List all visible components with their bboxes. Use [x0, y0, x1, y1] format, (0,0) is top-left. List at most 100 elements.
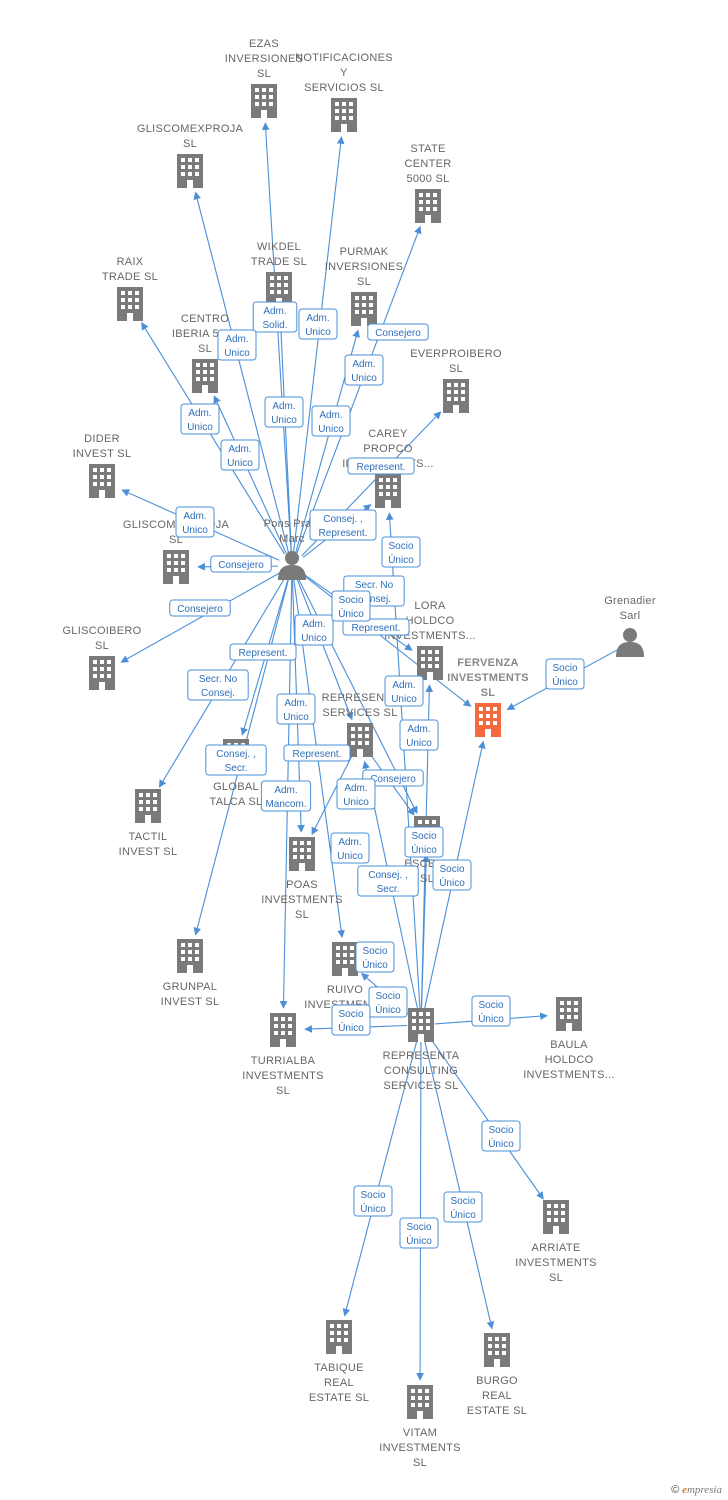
relation-badge[interactable]: Adm.Unico: [264, 396, 304, 428]
relation-badge[interactable]: Adm.Unico: [180, 403, 220, 435]
relation-badge-box: [399, 719, 439, 751]
node-label-line: Sarl: [620, 610, 641, 622]
relation-badge[interactable]: Consej. ,Secr.: [205, 744, 267, 776]
node-label-line: STATE: [410, 143, 445, 155]
relation-badge[interactable]: Adm.Unico: [336, 778, 376, 810]
company-node-wikdel[interactable]: WIKDEL TRADE SL: [251, 241, 307, 306]
node-label-line: RUIVO: [327, 984, 363, 996]
relation-badge[interactable]: Represent.: [229, 643, 297, 661]
relation-badge[interactable]: Consejero: [169, 599, 231, 617]
relation-badge[interactable]: Adm.Unico: [276, 693, 316, 725]
relation-badge[interactable]: Consejero: [367, 323, 429, 341]
node-label-line: SL: [549, 1272, 563, 1284]
company-node-lora[interactable]: LORAHOLDCOINVESTMENTS...: [384, 600, 476, 680]
relation-badge[interactable]: Consej. ,Secr.: [357, 865, 419, 897]
brand-logo-text: mpresia: [686, 1484, 722, 1496]
edge-pons-statecenter: [296, 225, 422, 554]
relation-badge[interactable]: Consejero: [210, 555, 272, 573]
relation-label: Único: [338, 607, 364, 620]
relation-badge[interactable]: Adm.Unico: [298, 308, 338, 340]
node-label-line: INVERSIONES: [325, 261, 404, 273]
relation-badge[interactable]: Represent.: [342, 618, 410, 636]
relation-badge[interactable]: Adm.Unico: [330, 832, 370, 864]
node-label-line: INVEST SL: [119, 846, 178, 858]
node-label-line: LORA: [414, 600, 446, 612]
relation-badge-box: [180, 403, 220, 435]
relation-badge[interactable]: Adm.Unico: [294, 614, 334, 646]
relation-badge-box: [169, 599, 231, 617]
node-label-line: INVERSIONES: [225, 53, 304, 65]
relation-badge[interactable]: Consej. ,Represent.: [309, 509, 377, 541]
relation-badge[interactable]: Adm.Unico: [311, 405, 351, 437]
relation-label: Unico: [406, 738, 432, 749]
relation-badge[interactable]: Adm.Unico: [217, 329, 257, 361]
node-label-line: TRADE SL: [251, 256, 307, 268]
node-label-line: VITAM: [403, 1427, 437, 1439]
relation-label: Unico: [187, 422, 213, 433]
node-label-line: INVESTMENTS...: [523, 1069, 615, 1081]
relation-label: Consej.: [357, 594, 391, 605]
node-label-line: INVEST SL: [73, 448, 132, 460]
relation-badge[interactable]: Represent.: [347, 457, 415, 475]
relation-badge[interactable]: Adm.Solid.: [252, 301, 298, 333]
company-node-baula[interactable]: BAULAHOLDCOINVESTMENTS...: [523, 997, 615, 1081]
edge-repconsult-vitam: [416, 1038, 424, 1381]
relation-badge-box: [217, 329, 257, 361]
relation-badge-box: [276, 693, 316, 725]
relation-badge-box: [368, 986, 408, 1018]
relation-badge[interactable]: Adm.Unico: [344, 354, 384, 386]
relation-badge[interactable]: Represent.: [283, 744, 351, 762]
person-icon: [616, 628, 644, 657]
relation-badge[interactable]: Adm.Unico: [175, 506, 215, 538]
node-label-line: WIKDEL: [257, 241, 301, 253]
building-icon: [332, 942, 358, 976]
relation-badge[interactable]: Adm.Unico: [399, 719, 439, 751]
relation-badge[interactable]: Adm.Mancom.: [260, 780, 312, 812]
building-icon: [543, 1200, 569, 1234]
relation-badge[interactable]: Adm.Unico: [220, 439, 260, 471]
relation-badge[interactable]: Consejero: [362, 769, 424, 787]
brand-footer[interactable]: © empresia: [671, 1484, 722, 1496]
relation-label: Unico: [305, 327, 331, 338]
node-label-line: CENTRO: [181, 313, 229, 325]
relation-badge[interactable]: Adm.Unico: [384, 675, 424, 707]
node-label-line: Y: [340, 67, 348, 79]
